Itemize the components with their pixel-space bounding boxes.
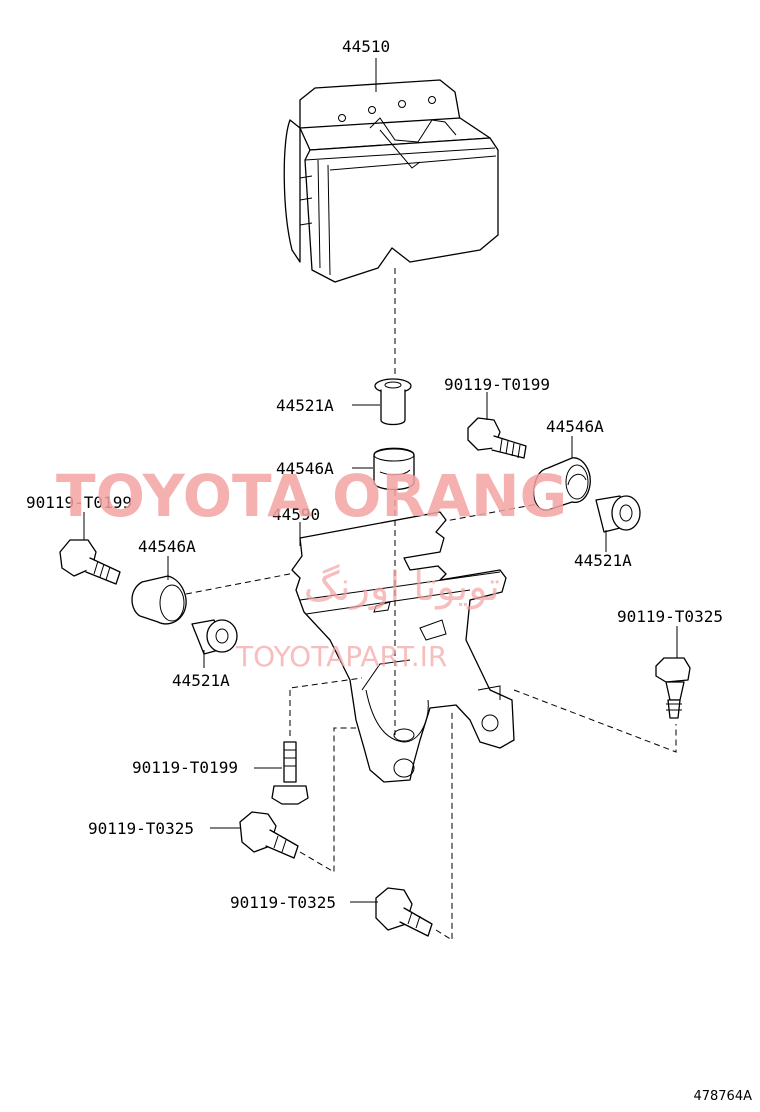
bolt-left xyxy=(59,539,121,585)
cushion-right xyxy=(532,457,591,511)
label-bolt-lower-vertical: 90119-T0199 xyxy=(132,758,238,777)
cushion-top xyxy=(373,447,415,491)
grommet-left xyxy=(191,619,238,655)
label-44510: 44510 xyxy=(342,37,390,56)
label-bolt-left: 90119-T0199 xyxy=(26,493,132,512)
label-bolt-lower-2: 90119-T0325 xyxy=(230,893,336,912)
watermark-brand: TOYOTA ORANG xyxy=(56,462,567,530)
label-bolt-lower-1: 90119-T0325 xyxy=(88,819,194,838)
label-grommet-top: 44521A xyxy=(276,396,334,415)
bolt-far-right xyxy=(655,657,691,719)
label-grommet-right: 44521A xyxy=(574,551,632,570)
label-grommet-left: 44521A xyxy=(172,671,230,690)
grommet-right xyxy=(595,495,641,533)
watermark-persian: تویوتا اورنگ xyxy=(304,564,500,610)
cushion-left xyxy=(131,575,187,625)
bracket xyxy=(291,511,515,783)
label-cushion-top: 44546A xyxy=(276,459,334,478)
label-bolt-upper-right: 90119-T0199 xyxy=(444,375,550,394)
bolt-lower-1 xyxy=(239,811,299,859)
bolt-lower-vertical xyxy=(271,741,309,805)
bolt-upper-right xyxy=(467,417,527,459)
bolt-lower-2 xyxy=(375,887,433,937)
label-bolt-far-right: 90119-T0325 xyxy=(617,607,723,626)
abs-actuator xyxy=(283,79,499,283)
label-bracket: 44590 xyxy=(272,505,320,524)
watermark-site: TOYOTAPART.IR xyxy=(235,640,447,673)
label-cushion-left: 44546A xyxy=(138,537,196,556)
grommet-top xyxy=(374,378,412,426)
figure-id: 478764A xyxy=(693,1089,752,1104)
label-cushion-right: 44546A xyxy=(546,417,604,436)
